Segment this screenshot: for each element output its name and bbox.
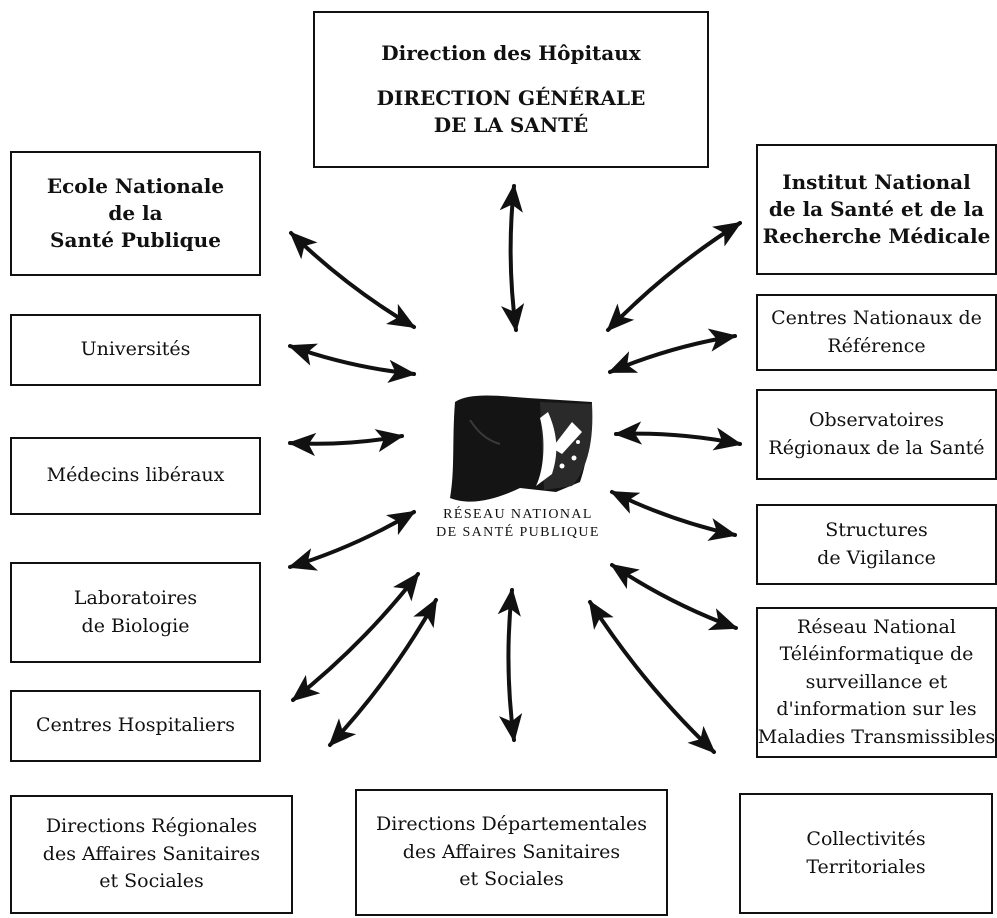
arrow-ensp xyxy=(289,231,417,329)
box-line: Centres Hospitaliers xyxy=(36,714,235,737)
box-laboratoires-biologie: Laboratoires de Biologie xyxy=(10,562,261,663)
box-line: Structures xyxy=(825,518,928,541)
rnsp-label-line-2: DE SANTÉ PUBLIQUE xyxy=(436,524,600,540)
box-line: d'information sur les xyxy=(776,698,977,721)
arrow-drass xyxy=(328,597,438,747)
box-line: des Affaires Sanitaires xyxy=(42,842,261,865)
connection-arrows xyxy=(287,183,743,754)
arrow-universites xyxy=(287,343,417,383)
box-line: Laboratoires xyxy=(73,586,198,609)
box-line: surveillance et xyxy=(805,670,948,693)
rnsp-label-line-1: RÉSEAU NATIONAL xyxy=(443,507,593,522)
arrow-cnr xyxy=(607,328,738,374)
arrow-rnt xyxy=(610,563,739,631)
arrow-medecins xyxy=(287,429,405,457)
arrow-hospitaliers xyxy=(291,572,420,702)
box-line: Régionaux de la Santé xyxy=(768,436,985,459)
box-centres-hospitaliers: Centres Hospitaliers xyxy=(10,690,261,762)
arrow-ddass xyxy=(497,587,523,743)
box-line: Téléinformatique de xyxy=(779,643,974,666)
box-line: Territoriales xyxy=(806,855,926,878)
arrow-laboratoires xyxy=(287,510,417,571)
box-centres-nationaux-reference: Centres Nationaux de Référence xyxy=(756,294,997,371)
box-observatoires-regionaux: Observatoires Régionaux de la Santé xyxy=(756,389,997,480)
box-line: Institut National xyxy=(782,170,971,194)
box-line: de Biologie xyxy=(81,614,190,637)
box-line: Directions Régionales xyxy=(45,815,258,838)
box-line: Observatoires xyxy=(808,408,945,431)
box-universites: Universités xyxy=(10,314,261,386)
box-line: de la Santé et de la xyxy=(768,197,985,221)
box-line: et Sociales xyxy=(99,870,204,893)
box-structures-vigilance: Structures de Vigilance xyxy=(756,504,997,585)
box-line: Direction des Hôpitaux xyxy=(381,41,641,65)
box-directions-departementales: Directions Départementales des Affaires … xyxy=(355,789,668,916)
box-line: de Vigilance xyxy=(817,546,936,569)
box-line: Universités xyxy=(80,338,191,361)
box-ecole-nationale-sante-publique: Ecole Nationale de la Santé Publique xyxy=(10,151,261,276)
box-line: DIRECTION GÉNÉRALE xyxy=(376,86,646,110)
box-line: Ecole Nationale xyxy=(46,174,225,198)
box-line: Directions Départementales xyxy=(376,813,647,836)
box-line: Médecins libéraux xyxy=(46,464,225,487)
box-line: Santé Publique xyxy=(50,228,221,252)
box-line: Maladies Transmissibles xyxy=(757,725,996,748)
box-line: des Affaires Sanitaires xyxy=(402,840,621,863)
box-line: Réseau National xyxy=(797,615,956,638)
box-medecins-liberaux: Médecins libéraux xyxy=(10,437,261,515)
arrow-inserm xyxy=(606,221,742,332)
arrow-top xyxy=(499,183,525,333)
arrow-vigilance xyxy=(609,490,738,541)
rnsp-label: RÉSEAU NATIONAL DE SANTÉ PUBLIQUE xyxy=(418,506,618,541)
arrow-ors xyxy=(613,421,743,451)
box-line: et Sociales xyxy=(459,868,564,891)
box-line: de la xyxy=(108,201,163,225)
box-reseau-teleinformatique: Réseau National Téléinformatique de surv… xyxy=(756,607,997,758)
box-line: Centres Nationaux de xyxy=(771,306,982,329)
box-direction-hopitaux: Direction des Hôpitaux DIRECTION GÉNÉRAL… xyxy=(313,11,709,168)
arrow-collectivites xyxy=(588,600,716,754)
box-line: DE LA SANTÉ xyxy=(433,113,589,137)
rnsp-logo-icon xyxy=(450,395,593,502)
box-line: Collectivités xyxy=(806,827,926,850)
box-inserm: Institut National de la Santé et de la R… xyxy=(756,144,997,275)
box-line: Recherche Médicale xyxy=(762,224,991,248)
box-directions-regionales: Directions Régionales des Affaires Sanit… xyxy=(10,795,293,914)
box-line: Référence xyxy=(827,334,926,357)
box-collectivites-territoriales: Collectivités Territoriales xyxy=(739,793,993,914)
